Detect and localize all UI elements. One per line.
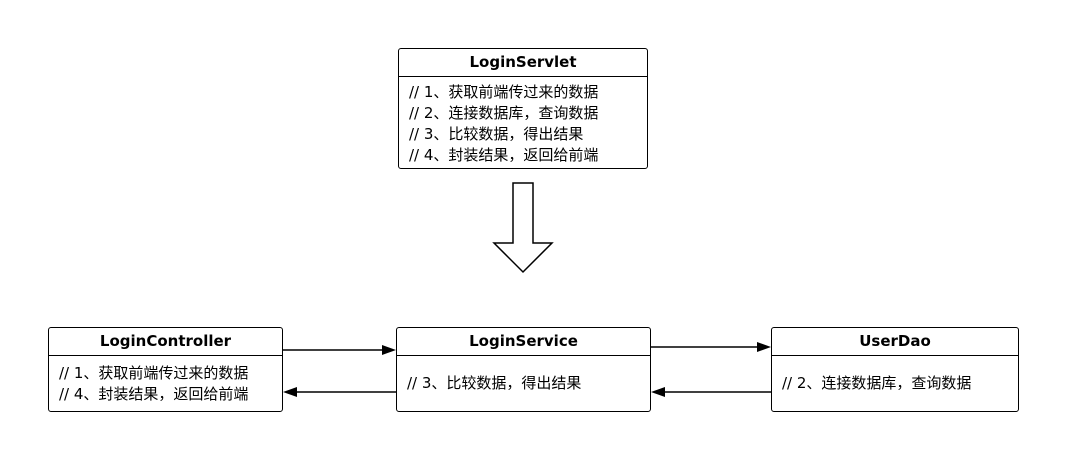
node-login-servlet-title: LoginServlet	[399, 49, 647, 77]
node-user-dao-body: // 2、连接数据库，查询数据	[772, 356, 1018, 411]
node-login-servlet[interactable]: LoginServlet // 1、获取前端传过来的数据 // 2、连接数据库，…	[398, 48, 648, 169]
servlet-line-4: // 4、封装结果，返回给前端	[409, 146, 599, 164]
node-login-service[interactable]: LoginService // 3、比较数据，得出结果	[396, 327, 651, 412]
servlet-line-3: // 3、比较数据，得出结果	[409, 125, 584, 143]
controller-line-2: // 4、封装结果，返回给前端	[59, 385, 249, 403]
arrow-dao-to-service-head	[651, 387, 665, 397]
node-user-dao[interactable]: UserDao // 2、连接数据库，查询数据	[771, 327, 1019, 412]
arrow-service-to-controller-head	[283, 387, 297, 397]
refactor-down-arrow	[492, 182, 554, 274]
arrow-service-to-dao-head	[757, 342, 771, 352]
controller-line-1: // 1、获取前端传过来的数据	[59, 364, 249, 382]
dao-line-1: // 2、连接数据库，查询数据	[782, 374, 972, 392]
servlet-line-2: // 2、连接数据库，查询数据	[409, 104, 599, 122]
node-login-controller-body: // 1、获取前端传过来的数据 // 4、封装结果，返回给前端	[49, 356, 282, 405]
node-login-service-title: LoginService	[397, 328, 650, 356]
service-line-1: // 3、比较数据，得出结果	[407, 374, 582, 392]
node-login-controller[interactable]: LoginController // 1、获取前端传过来的数据 // 4、封装结…	[48, 327, 283, 412]
node-user-dao-title: UserDao	[772, 328, 1018, 356]
arrow-controller-to-service-head	[382, 345, 396, 355]
node-login-servlet-body: // 1、获取前端传过来的数据 // 2、连接数据库，查询数据 // 3、比较数…	[399, 77, 647, 166]
node-login-controller-title: LoginController	[49, 328, 282, 356]
servlet-line-1: // 1、获取前端传过来的数据	[409, 83, 599, 101]
node-login-service-body: // 3、比较数据，得出结果	[397, 356, 650, 411]
